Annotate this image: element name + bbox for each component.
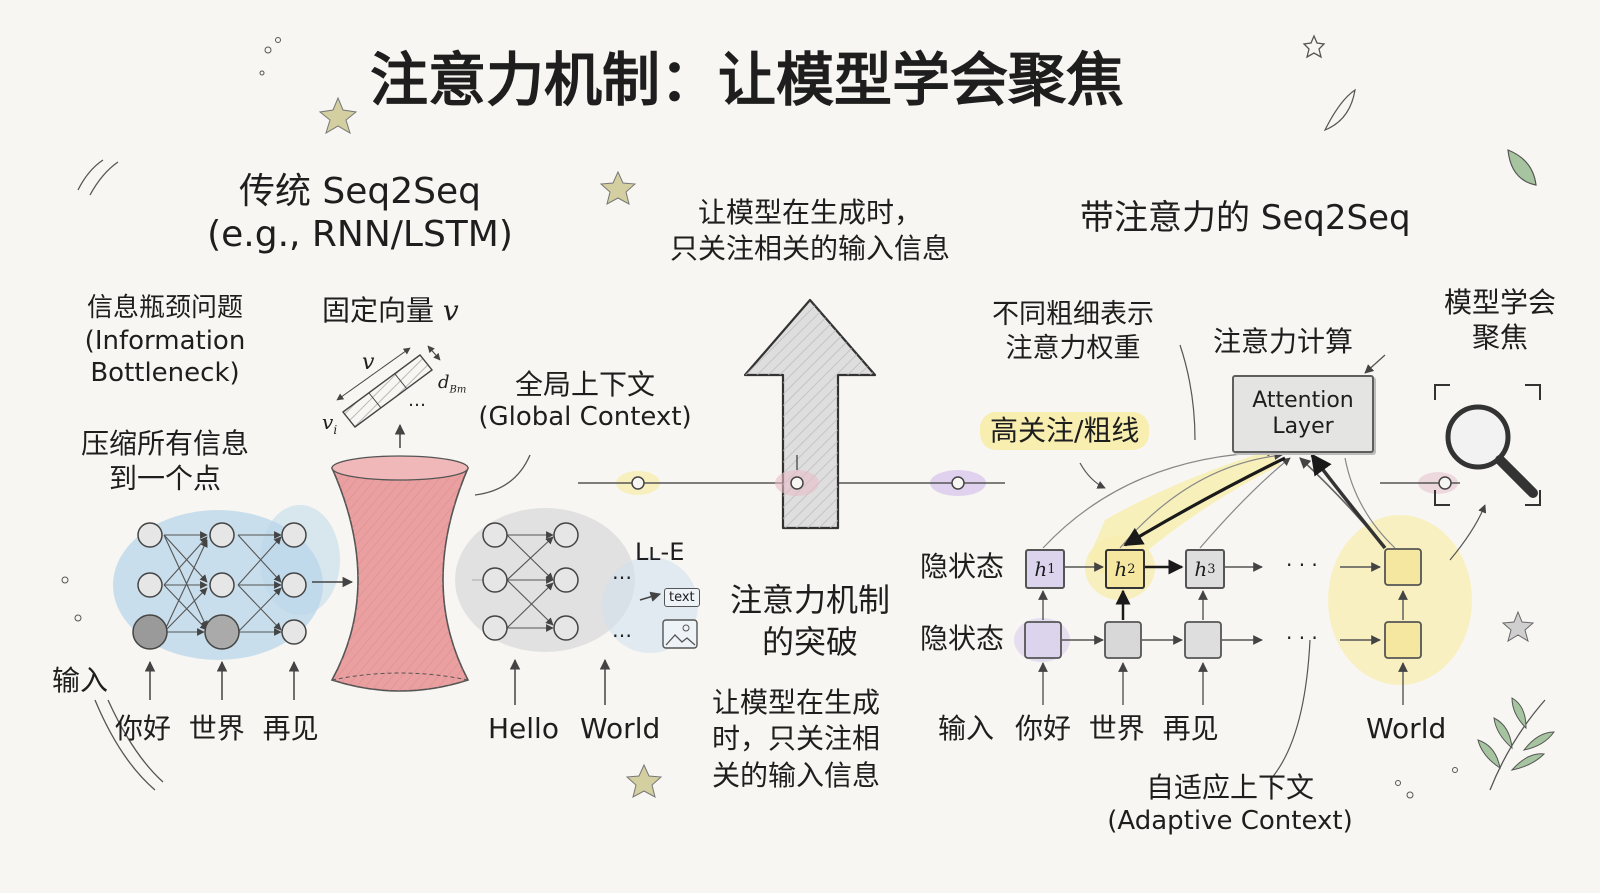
h2-text: h [1114, 557, 1128, 581]
output-world-right: World [1366, 712, 1447, 745]
output-hello-left: Hello [488, 712, 559, 745]
leaf-icon [1507, 149, 1537, 186]
vector-dim-text: d [438, 372, 450, 393]
h1-text: h [1034, 557, 1048, 581]
decoder-dots-top: … [612, 560, 632, 584]
hidden-state-label-1: 隐状态 [920, 550, 1005, 583]
dots-top: · · · [1286, 553, 1318, 577]
adaptive-context-label: 自适应上下文 (Adaptive Context) [1095, 770, 1365, 838]
leaf-icon [1323, 88, 1356, 132]
image-icon [662, 619, 698, 649]
bottleneck-zh: 信息瓶颈问题 [86, 293, 243, 323]
focus-line1: 模型学会 [1443, 286, 1556, 319]
input-label-left: 输入 [52, 664, 109, 697]
h2-sub: 2 [1127, 561, 1136, 577]
magnifier-icon [1434, 384, 1541, 506]
h3-sub: 3 [1207, 561, 1216, 577]
input-label-right: 输入 [938, 712, 995, 745]
fixed-vector-text: 固定向量 [322, 294, 435, 327]
bottleneck-en2: Bottleneck) [90, 358, 240, 388]
decoder-network [455, 508, 698, 705]
hidden-state-arrows [1038, 559, 1408, 705]
left-heading-line2: (e.g., RNN/LSTM) [207, 214, 513, 256]
global-en: (Global Context) [478, 401, 692, 432]
star-icon [625, 763, 663, 798]
decoder-tag: Lʟ-E [635, 538, 685, 566]
weights-line1: 不同粗细表示 [992, 299, 1154, 330]
star-icon [1501, 610, 1535, 643]
focus-label: 模型学会 聚焦 [1425, 285, 1575, 355]
vector-vi-label: vi [322, 410, 337, 437]
bottleneck-hourglass [330, 423, 505, 692]
vector-v-label: v [362, 350, 375, 375]
vector-vi-text: v [322, 410, 334, 434]
bottleneck-en1: (Information [84, 325, 246, 356]
compress-label: 压缩所有信息 到一个点 [50, 426, 280, 496]
global-context-label: 全局上下文 (Global Context) [470, 368, 700, 433]
center-heading-line2: 只关注相关的输入信息 [669, 232, 950, 266]
attention-calc-label: 注意力计算 [1213, 325, 1354, 358]
star-icon [318, 96, 358, 135]
left-heading-line1: 传统 Seq2Seq [238, 171, 482, 212]
fixed-vector-label: 固定向量 v [322, 294, 459, 328]
output-world-left: World [580, 712, 661, 745]
breakthrough-label: 注意力机制 的突破 [710, 580, 910, 663]
global-context-line [474, 454, 1460, 496]
leaf-icon [1477, 697, 1555, 791]
page-title: 注意力机制：让模型学会聚焦 [370, 46, 1125, 114]
dots-bottom: · · · [1286, 626, 1318, 650]
weights-line2: 注意力权重 [1005, 332, 1141, 364]
decorations [61, 34, 1555, 799]
vector-dim-sub: Bm [449, 384, 467, 396]
compress-line1: 压缩所有信息 [80, 427, 249, 460]
input-words-right: 你好 世界 再见 [1015, 712, 1219, 745]
star-icon [599, 170, 637, 205]
center-desc-line3: 关的输入信息 [712, 758, 881, 792]
center-heading: 让模型在生成时， 只关注相关的输入信息 [640, 195, 980, 268]
attention-layer-box: Attention Layer [1232, 375, 1374, 453]
center-desc-line1: 让模型在生成 [712, 686, 881, 719]
fixed-vector-bar [336, 345, 441, 428]
high-attention-label: 高关注/粗线 [980, 412, 1150, 450]
star-icon [1302, 34, 1326, 59]
weights-label: 不同粗细表示 注意力权重 [968, 298, 1178, 366]
vector-vi-sub: i [333, 423, 338, 437]
vector-dim-label: dBm [438, 372, 466, 397]
compress-line2: 到一个点 [108, 462, 221, 495]
adaptive-en: (Adaptive Context) [1107, 806, 1353, 836]
global-zh: 全局上下文 [514, 368, 655, 401]
decoder-dots-bottom: … [612, 618, 632, 642]
text-icon: text [664, 588, 700, 607]
adaptive-zh: 自适应上下文 [1145, 771, 1314, 804]
right-heading: 带注意力的 Seq2Seq [1080, 198, 1411, 238]
hidden-state-bottom-row [1024, 548, 1422, 659]
attention-layer-line2: Layer [1272, 414, 1334, 439]
h3-text: h [1194, 557, 1208, 581]
input-words-left: 你好 世界 再见 [115, 712, 319, 745]
focus-line2: 聚焦 [1471, 321, 1528, 354]
hidden-state-label-2: 隐状态 [920, 622, 1005, 655]
vector-ellipsis: … [408, 390, 426, 411]
bottleneck-label: 信息瓶颈问题 (Information Bottleneck) [45, 292, 285, 390]
center-heading-line1: 让模型在生成时， [697, 196, 922, 229]
breakthrough-line1: 注意力机制 [729, 581, 890, 619]
center-description: 让模型在生成 时，只关注相 关的输入信息 [712, 685, 880, 794]
center-desc-line2: 时，只关注相 [712, 722, 881, 756]
fixed-vector-symbol: v [442, 294, 459, 327]
attention-arrows [1042, 344, 1487, 781]
breakthrough-line2: 的突破 [761, 622, 858, 661]
attention-layer-line1: Attention [1252, 387, 1354, 413]
h1-sub: 1 [1047, 561, 1056, 577]
arrow-up-icon [743, 298, 877, 530]
left-heading: 传统 Seq2Seq (e.g., RNN/LSTM) [190, 170, 530, 256]
encoder-network [113, 505, 354, 700]
